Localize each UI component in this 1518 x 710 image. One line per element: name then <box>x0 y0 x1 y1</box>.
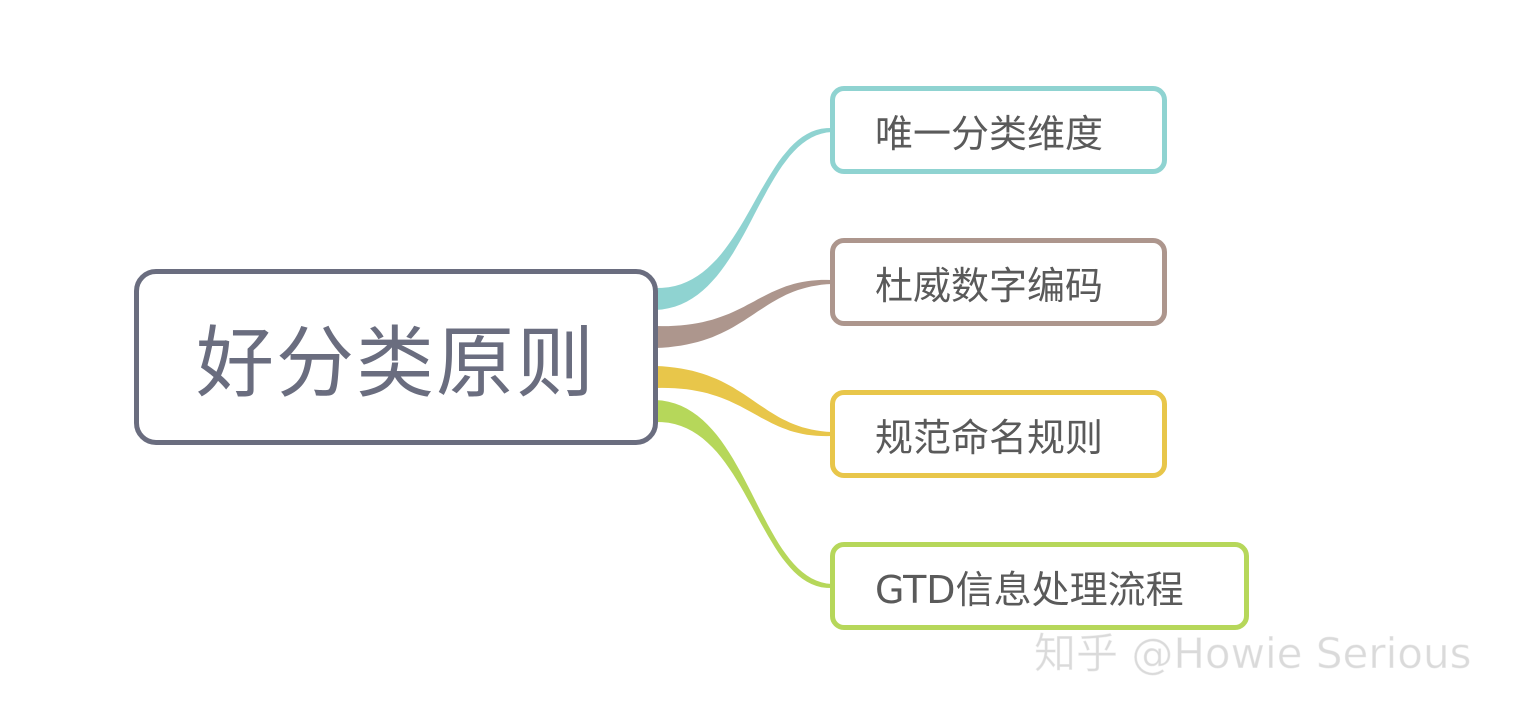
branch-node-unique-dimension[interactable]: 唯一分类维度 <box>830 86 1167 174</box>
root-node[interactable]: 好分类原则 <box>134 269 658 445</box>
connector-3 <box>655 400 832 588</box>
branch-node-gtd-process[interactable]: GTD信息处理流程 <box>830 542 1249 630</box>
branch-node-label: 规范命名规则 <box>875 415 1104 460</box>
watermark: 知乎 @Howie Serious <box>1033 629 1472 679</box>
branch-node-dewey-decimal[interactable]: 杜威数字编码 <box>830 238 1167 326</box>
connector-2 <box>655 366 832 437</box>
branch-node-naming-rules[interactable]: 规范命名规则 <box>830 390 1167 478</box>
connector-1 <box>655 279 832 348</box>
root-node-label: 好分类原则 <box>195 319 596 409</box>
connector-0 <box>655 128 832 310</box>
branch-node-label: GTD信息处理流程 <box>875 567 1184 612</box>
branch-node-label: 杜威数字编码 <box>875 263 1104 308</box>
branch-node-label: 唯一分类维度 <box>875 111 1104 156</box>
